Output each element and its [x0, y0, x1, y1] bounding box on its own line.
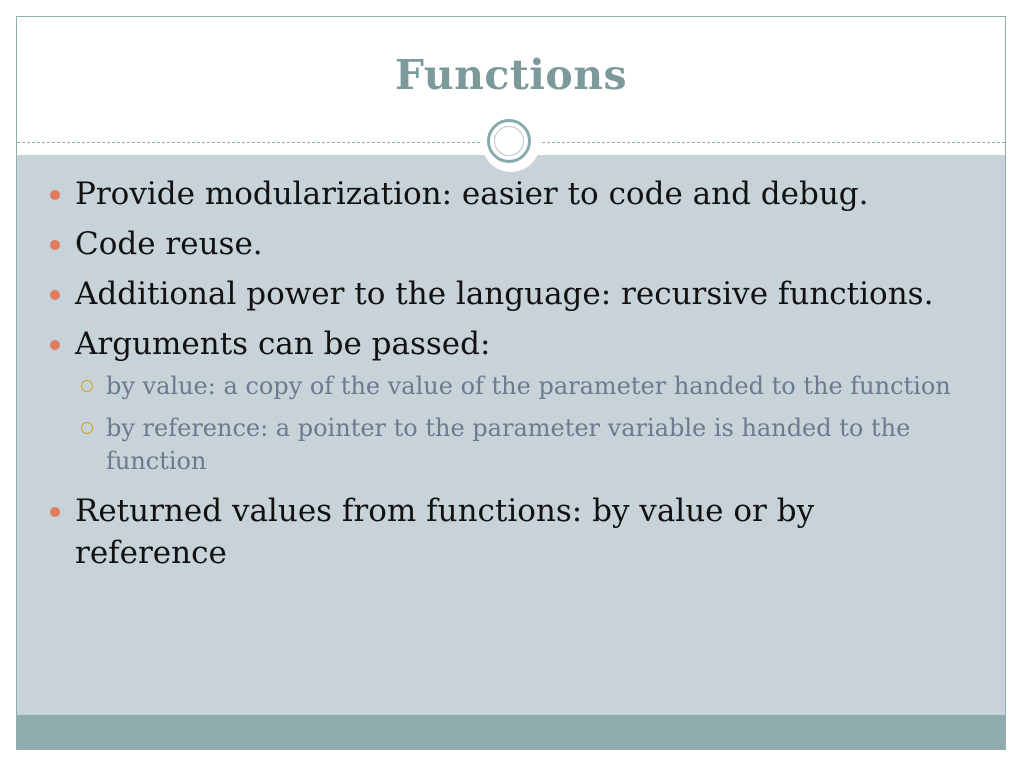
bullet-text: Arguments can be passed: [75, 326, 491, 362]
footer-band [17, 715, 1005, 749]
sub-bullet-item: by reference: a pointer to the parameter… [17, 412, 1005, 478]
bullet-dot-icon [50, 290, 60, 300]
bullet-text: Returned values from functions: by value… [75, 493, 815, 571]
sub-bullet-item: by value: a copy of the value of the par… [17, 370, 1005, 403]
sub-bullet-group: by value: a copy of the value of the par… [17, 370, 1005, 478]
bullet-text: Provide modularization: easier to code a… [75, 176, 869, 212]
bullet-item: Provide modularization: easier to code a… [17, 173, 1005, 215]
bullet-item: Code reuse. [17, 223, 1005, 265]
bullet-list: Provide modularization: easier to code a… [17, 173, 1005, 582]
bullet-dot-icon [50, 340, 60, 350]
bullet-text: Additional power to the language: recurs… [75, 276, 934, 312]
slide: Functions Provide modularization: easier… [16, 16, 1006, 750]
bullet-text: Code reuse. [75, 226, 263, 262]
bullet-item: Additional power to the language: recurs… [17, 273, 1005, 315]
ring-bullet-icon [81, 380, 93, 392]
bullet-dot-icon [50, 240, 60, 250]
inner-circle-ornament-icon [494, 126, 524, 156]
sub-bullet-text: by value: a copy of the value of the par… [106, 372, 951, 400]
bullet-item: Returned values from functions: by value… [17, 490, 1005, 574]
sub-bullet-text: by reference: a pointer to the parameter… [106, 414, 911, 475]
bullet-item: Arguments can be passed: [17, 323, 1005, 365]
ring-bullet-icon [81, 422, 93, 434]
bullet-dot-icon [50, 190, 60, 200]
bullet-dot-icon [50, 507, 60, 517]
slide-title: Functions [394, 51, 628, 99]
slide-content: Provide modularization: easier to code a… [17, 155, 1005, 715]
